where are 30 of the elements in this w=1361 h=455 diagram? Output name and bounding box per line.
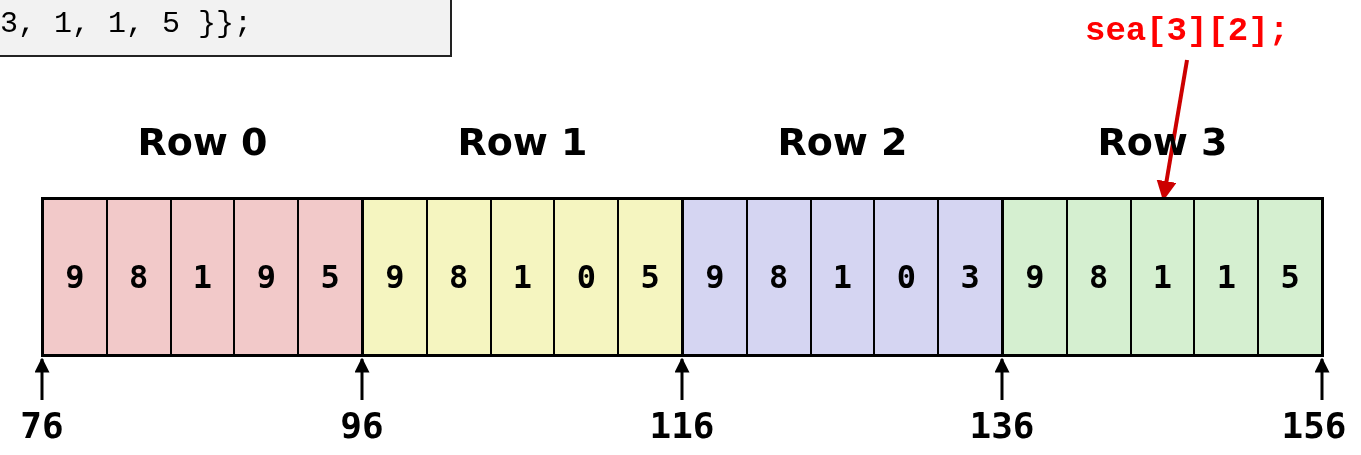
memory-cell: 1 [1131, 200, 1196, 354]
address-label: 116 [648, 405, 716, 446]
memory-cell: 0 [875, 200, 940, 354]
memory-cell: 9 [235, 200, 300, 354]
row-heading: Row 2 [776, 120, 909, 164]
memory-cell: 3 [939, 200, 1001, 354]
memory-cell: 8 [107, 200, 172, 354]
memory-cell: 1 [1195, 200, 1260, 354]
row-heading: Row 0 [136, 120, 269, 164]
memory-cell: 9 [684, 200, 748, 354]
address-label: 156 [1280, 405, 1348, 446]
memory-cell: 0 [555, 200, 620, 354]
memory-cell: 5 [1259, 200, 1321, 354]
memory-cell: 9 [1004, 200, 1068, 354]
code-box: 3, 1, 1, 5 }}; [0, 0, 452, 57]
address-label: 136 [968, 405, 1036, 446]
callout-text: sea[3][2]; [1085, 12, 1290, 50]
address-label: 96 [339, 405, 385, 446]
memory-cell: 9 [44, 200, 108, 354]
memory-cell: 8 [747, 200, 812, 354]
memory-cell: 1 [491, 200, 556, 354]
memory-cell: 5 [299, 200, 361, 354]
memory-cell: 8 [1067, 200, 1132, 354]
memory-cell: 8 [427, 200, 492, 354]
memory-cell: 5 [619, 200, 681, 354]
memory-cell: 1 [171, 200, 236, 354]
memory-cell: 9 [364, 200, 428, 354]
memory-cell: 1 [811, 200, 876, 354]
address-label: 76 [19, 405, 65, 446]
row-heading: Row 1 [456, 120, 589, 164]
